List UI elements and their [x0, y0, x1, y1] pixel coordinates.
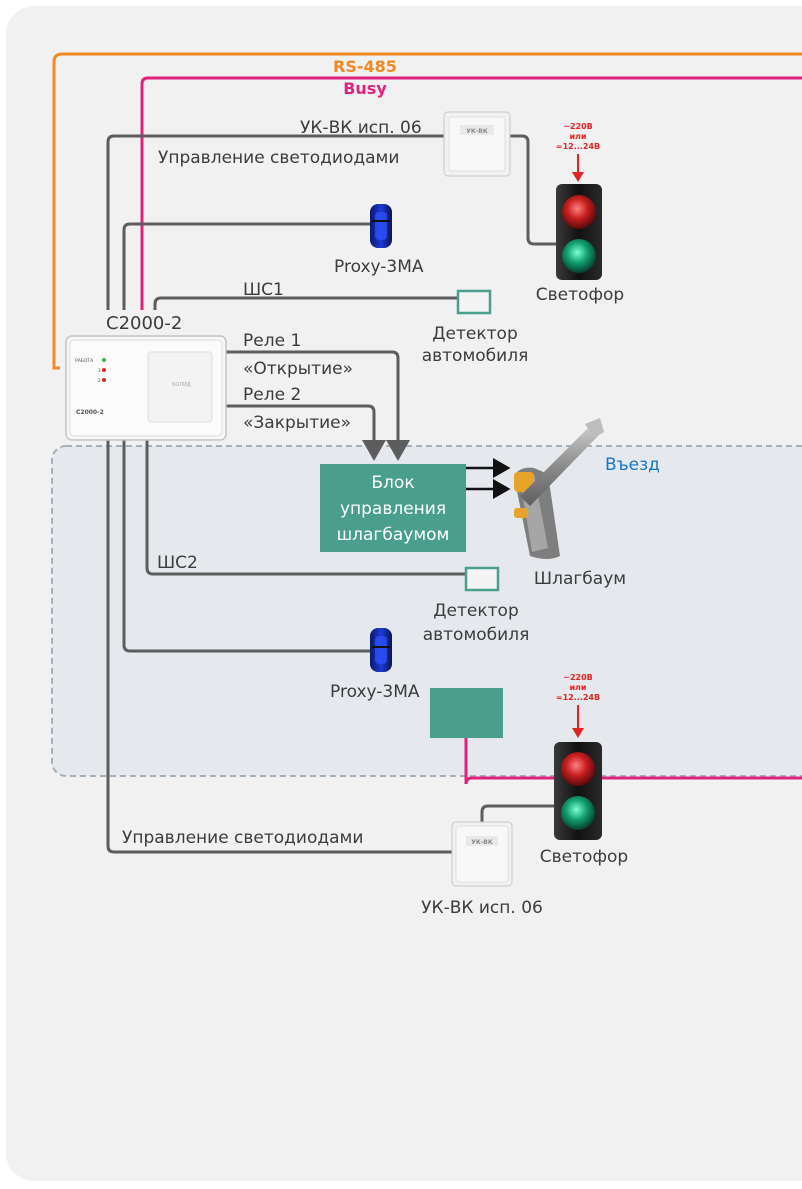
zone-detector-icon — [464, 566, 500, 592]
barrier-device — [514, 418, 604, 559]
top-reader-label: Proxy-3МА — [334, 257, 424, 277]
busy-label: Busy — [343, 79, 387, 98]
controller-label: С2000-2 — [106, 313, 182, 334]
top-power-line2: или — [569, 132, 586, 141]
top-power-line1: ~220В — [563, 122, 593, 131]
top-ukvk-label: УК-ВК исп. 06 — [300, 118, 422, 138]
wire-ukvk-light-bottom — [480, 804, 560, 824]
controller-device: РАБОТА 1 2 С2000-2 БОЛИД — [65, 335, 227, 441]
wire-relay2 — [226, 404, 386, 461]
zone-ukvk-device-text: УК-ВК — [471, 839, 493, 846]
top-traffic-light — [556, 184, 602, 280]
controller-led-1: 1 — [98, 368, 101, 374]
shs2-label: ШС2 — [157, 553, 198, 573]
shs1-label: ШС1 — [243, 280, 284, 300]
wire-reader-top — [122, 222, 372, 310]
controller-led-2: 2 — [98, 378, 101, 384]
relay1-label-1: Реле 1 — [243, 331, 301, 351]
busy-line — [140, 76, 802, 310]
zone-ukvk-label: УК-ВК исп. 06 — [421, 898, 543, 918]
rs485-label: RS-485 — [333, 57, 397, 76]
barrier-block — [320, 464, 466, 552]
relay1-label-2: «Открытие» — [243, 359, 353, 379]
zone-detector-label-2: автомобиля — [423, 625, 530, 645]
top-led-control-label: Управление светодиодами — [158, 148, 399, 168]
bottom-block — [430, 688, 503, 738]
zone-power-line1: ~220В — [563, 673, 593, 682]
barrier-label: Шлагбаум — [534, 569, 626, 589]
zone-power-line3: =12...24В — [556, 693, 600, 702]
busy-line-bottom — [464, 690, 802, 785]
relay2-label-1: Реле 2 — [243, 385, 301, 405]
wire-reader-bottom — [122, 440, 372, 653]
top-detector-label-2: автомобиля — [422, 346, 529, 366]
wire-ukvk-light-top — [510, 134, 560, 246]
zone-detector-label-1: Детектор — [433, 601, 518, 621]
zone-ukvk-device: УК-ВК — [451, 821, 513, 887]
wire-led-control-top — [106, 134, 444, 310]
top-detector-label-1: Детектор — [432, 324, 517, 344]
zone-reader-device — [370, 628, 392, 672]
zone-label: Въезд — [605, 455, 660, 475]
zone-led-control-label: Управление светодиодами — [122, 828, 363, 848]
top-ukvk-device-text: УК-ВК — [466, 128, 488, 135]
barrier-block-label-1: Блок — [371, 473, 414, 493]
wire-shs2 — [145, 440, 466, 576]
controller-brand: БОЛИД — [172, 382, 191, 388]
relay2-label-2: «Закрытие» — [243, 413, 351, 433]
zone-reader-label: Proxy-3МА — [330, 682, 420, 702]
barrier-block-label-2: управления — [340, 499, 446, 519]
controller-led-power: РАБОТА — [75, 358, 94, 364]
barrier-block-label-3: шлагбаумом — [337, 525, 450, 545]
top-detector-icon — [456, 289, 492, 315]
wire-relay1 — [226, 350, 410, 461]
top-ukvk-device: УК-ВК — [443, 111, 511, 177]
zone-power-line2: или — [569, 683, 586, 692]
wire-shs1 — [153, 296, 458, 310]
entry-zone — [51, 445, 802, 777]
controller-device-text: С2000-2 — [76, 409, 104, 416]
rs485-bus — [52, 52, 802, 370]
top-traffic-light-label: Светофор — [536, 285, 624, 305]
top-power-line3: =12...24В — [556, 142, 600, 151]
zone-traffic-light — [554, 742, 602, 840]
top-reader-device — [370, 204, 392, 248]
zone-traffic-light-label: Светофор — [540, 847, 628, 867]
wire-led-control-bottom — [106, 440, 452, 854]
